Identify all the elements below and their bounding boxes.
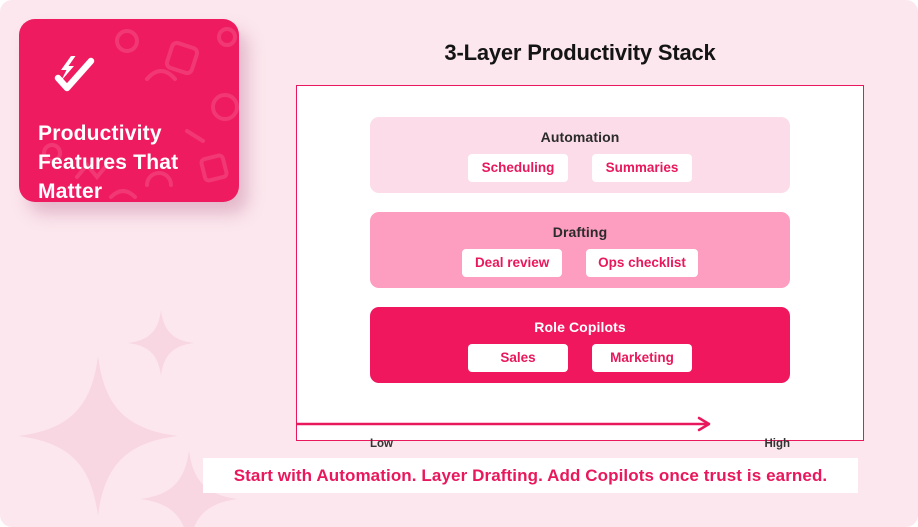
footer-text: Start with Automation. Layer Drafting. A… <box>233 465 828 485</box>
check-bolt-icon <box>54 56 95 92</box>
layer-role-copilots: Role Copilots Sales Marketing <box>370 307 790 383</box>
stack-box: Automation Scheduling Summaries Drafting… <box>296 85 864 450</box>
chip-ops-checklist: Ops checklist <box>586 248 698 277</box>
axis-label-low: Low <box>370 438 393 450</box>
trust-axis-arrow-icon <box>297 416 711 432</box>
chip-row: Scheduling Summaries <box>468 153 692 182</box>
layer-name: Drafting <box>552 223 608 240</box>
chip-row: Sales Marketing <box>468 343 692 372</box>
chip-sales: Sales <box>468 343 568 372</box>
chip-summaries: Summaries <box>592 153 692 182</box>
chip-deal-review: Deal review <box>462 248 563 277</box>
layer-automation: Automation Scheduling Summaries <box>370 117 790 193</box>
layer-drafting: Drafting Deal review Ops checklist <box>370 212 790 288</box>
layer-name: Role Copilots <box>534 318 626 335</box>
badge-title: Productivity Features That Matter <box>38 122 179 202</box>
chip-marketing: Marketing <box>592 343 692 372</box>
doodle-pattern <box>42 27 239 199</box>
chip-scheduling: Scheduling <box>468 153 568 182</box>
sparkle-icon <box>18 356 178 516</box>
stack-heading: 3-Layer Productivity Stack <box>444 40 716 65</box>
axis-labels: Low High <box>370 438 790 450</box>
sparkle-icon <box>128 310 194 376</box>
chip-row: Deal review Ops checklist <box>462 248 698 277</box>
footer-banner: Start with Automation. Layer Drafting. A… <box>203 458 858 493</box>
layer-name: Automation <box>540 128 620 145</box>
axis-label-high: High <box>764 438 790 450</box>
badge-card: Productivity Features That Matter <box>19 19 239 202</box>
